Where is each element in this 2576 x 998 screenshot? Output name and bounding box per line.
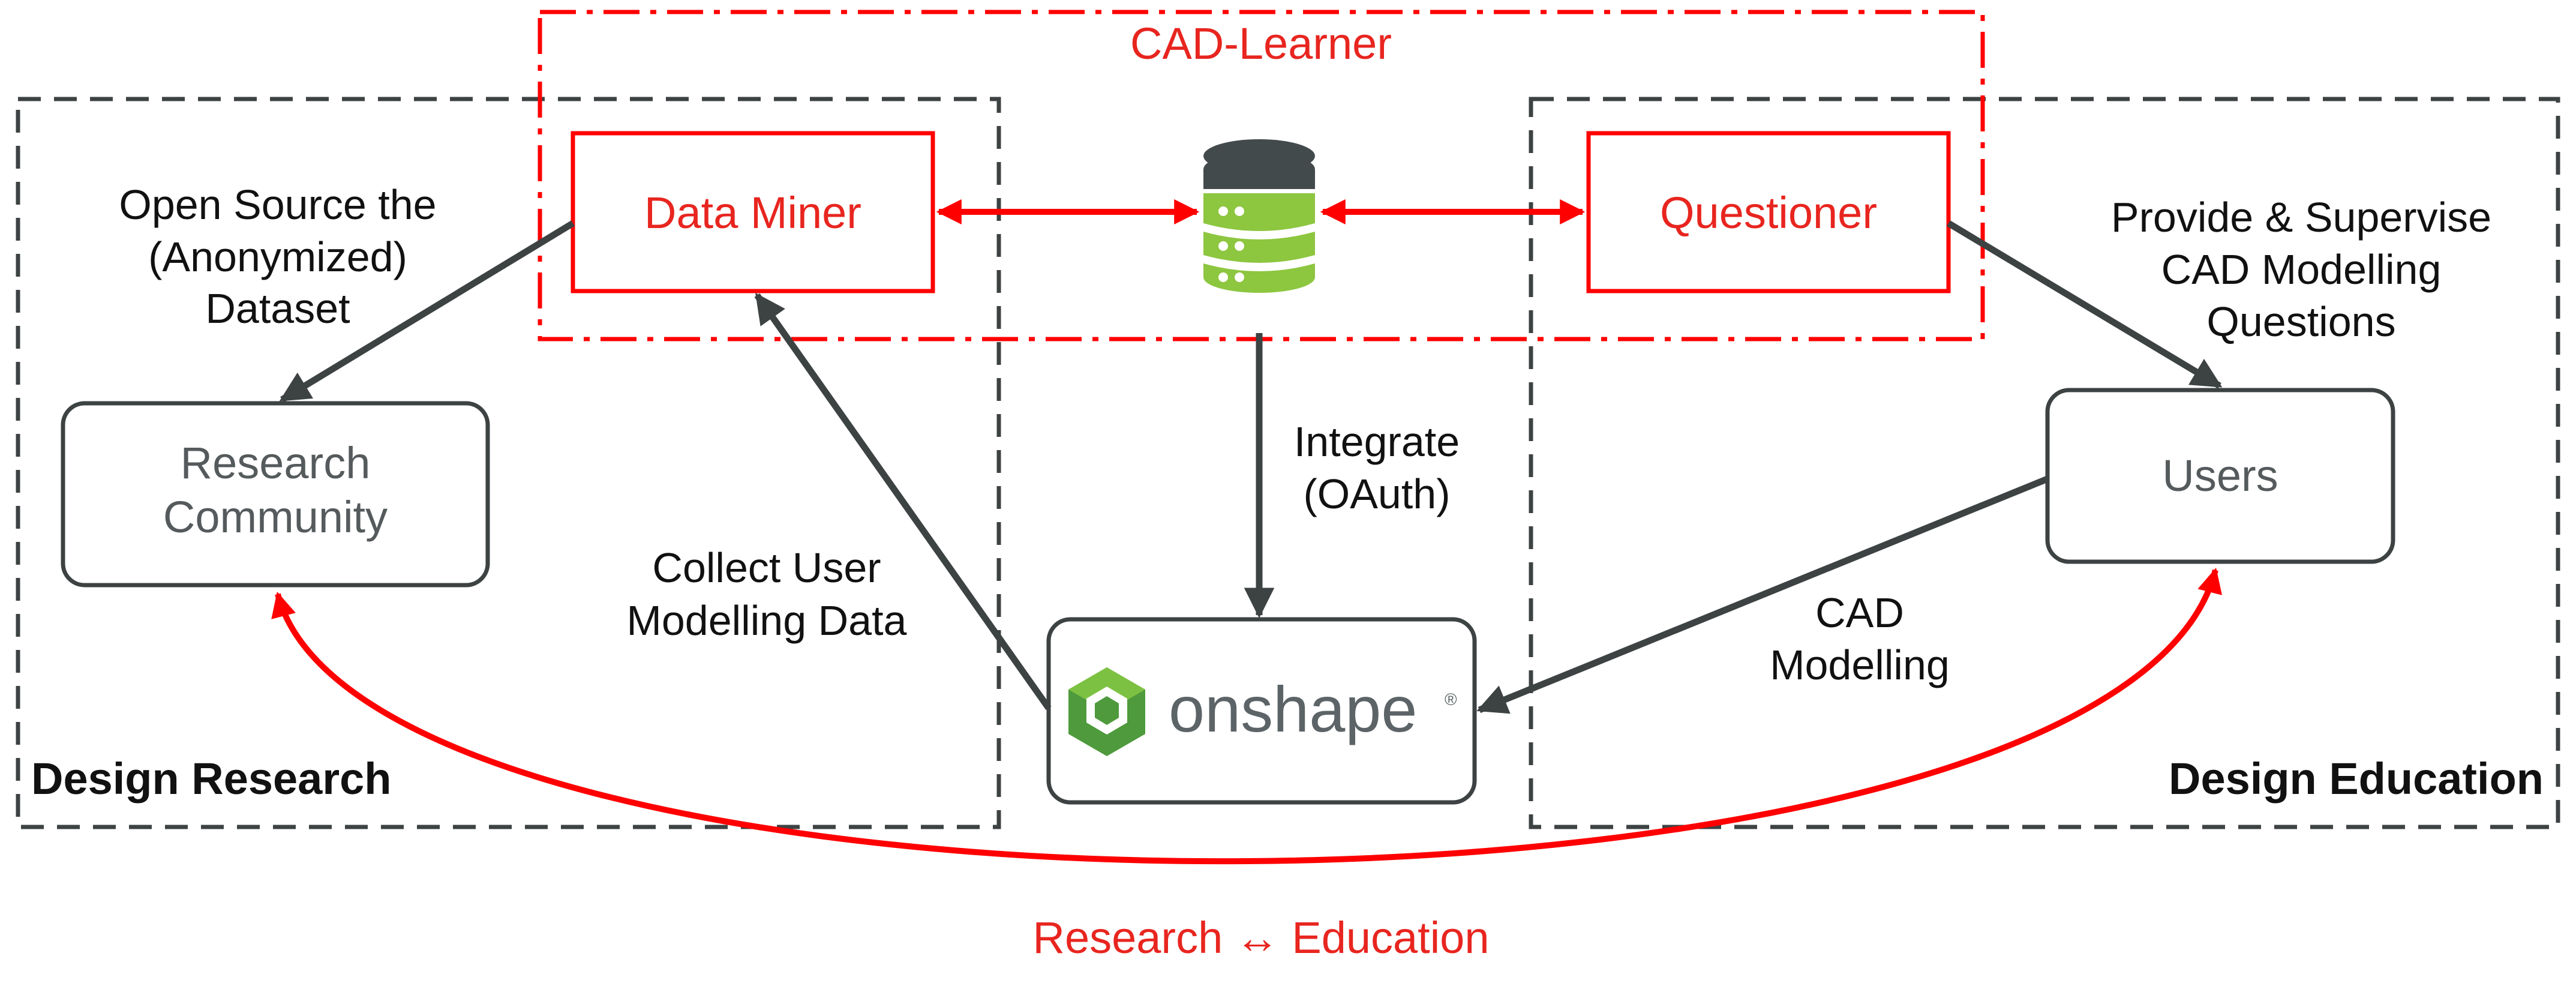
cad-modelling-line1: CAD [1815,589,1904,636]
questioner-label: Questioner [1660,188,1877,238]
design-research-label: Design Research [31,754,392,804]
open-source-line1: Open Source the [119,181,436,228]
cad-learner-title: CAD-Learner [1130,19,1392,68]
onshape-to-data-miner-arrow [754,292,1052,711]
design-education-label: Design Education [2169,754,2544,804]
onshape-box [1046,617,1477,805]
research-education-label: Research ↔ Education [1033,913,1490,963]
onshape-registered-mark: ® [1445,690,1457,709]
integrate-line2: (OAuth) [1303,470,1450,517]
users-box [2045,388,2395,564]
questioner-to-users-arrow [1947,220,2223,389]
database-icon [1203,139,1315,293]
data-miner-box [571,131,935,293]
provide-line2: CAD Modelling [2161,246,2442,293]
design-education-region [1529,97,2560,829]
research-community-line1: Research [181,438,371,488]
collect-line1: Collect User [652,544,881,591]
provide-line3: Questions [2206,298,2395,345]
design-research-region [16,97,1001,829]
research-education-curve [271,567,2222,865]
users-to-onshape-arrow [1476,475,2049,714]
questioner-box [1586,131,1951,293]
data-miner-to-research-community-arrow [279,220,575,403]
users-label: Users [2162,451,2278,501]
open-source-line3: Dataset [205,285,350,332]
data-miner-label: Data Miner [644,188,861,238]
research-community-line2: Community [163,492,388,542]
onshape-wordmark: onshape [1169,673,1417,745]
integrate-line1: Integrate [1294,418,1460,465]
collect-line2: Modelling Data [627,597,907,644]
cad-modelling-line2: Modelling [1770,642,1950,688]
provide-line1: Provide & Supervise [2111,194,2491,241]
open-source-line2: (Anonymized) [148,233,407,280]
onshape-logo-icon [1068,667,1145,756]
